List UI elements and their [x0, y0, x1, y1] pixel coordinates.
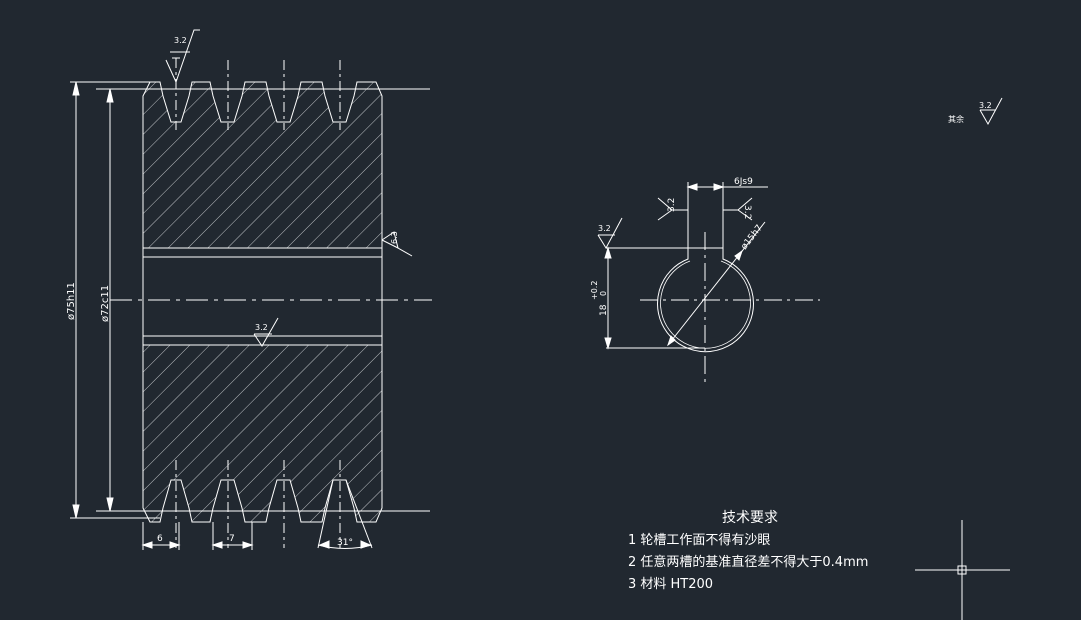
roughness-top-value: 3.2: [174, 36, 187, 45]
roughness-symbol-top: [165, 29, 200, 84]
bore-circle-with-keyway: [657, 247, 754, 353]
tech-requirements-title: 技术要求: [722, 510, 778, 526]
pulley-upper-section: [142, 81, 383, 249]
roughness-hub: [597, 217, 623, 250]
tech-requirement-3: 3 材料 HT200: [628, 577, 713, 592]
dim-tolerance-lower: 0: [599, 291, 608, 296]
dim-inner-diameter: ø72c11: [100, 285, 111, 322]
tech-requirement-2: 2 任意两槽的基准直径差不得大于0.4mm: [628, 554, 868, 570]
roughness-key-right-value: 3.2: [742, 205, 752, 219]
hub-section-view: [597, 182, 820, 384]
hub-section-labels: 6Js9 ø15h7 18 +0.2 0 3.2 3.2 3.2: [590, 177, 765, 316]
dim-bore-diameter: ø15h7: [739, 223, 764, 252]
general-roughness-label: 其余: [948, 114, 964, 124]
roughness-symbol-side: [381, 231, 413, 257]
roughness-side-value: 6.3: [390, 231, 399, 244]
front-view-labels: ø75h11 ø72c11 3.2 3.2 6.3 6 7 31°: [66, 36, 399, 548]
dim-depth: 18: [599, 304, 609, 316]
pulley-lower-section: [142, 344, 383, 523]
general-roughness-note: 其余 3.2: [948, 97, 1003, 126]
dim-groove-angle: 31°: [337, 538, 353, 548]
dim-outer-diameter: ø75h11: [66, 282, 77, 320]
roughness-key-left-value: 3.2: [667, 198, 677, 212]
dim-keyway-width: 6Js9: [734, 177, 753, 187]
pulley-front-view: [70, 29, 432, 550]
dim-groove-pitch: 7: [229, 534, 235, 544]
general-roughness-value: 3.2: [979, 101, 992, 110]
dim-groove-width: 6: [157, 534, 163, 544]
roughness-bore-value: 3.2: [255, 323, 268, 332]
dim-tolerance-upper: +0.2: [590, 281, 599, 300]
cad-crosshair-cursor[interactable]: [915, 520, 1010, 620]
tech-requirement-1: 1 轮槽工作面不得有沙眼: [628, 532, 770, 548]
tech-requirements: 技术要求 1 轮槽工作面不得有沙眼 2 任意两槽的基准直径差不得大于0.4mm …: [628, 510, 868, 592]
roughness-hub-value: 3.2: [598, 224, 611, 233]
roughness-symbol-bore: [253, 317, 279, 347]
